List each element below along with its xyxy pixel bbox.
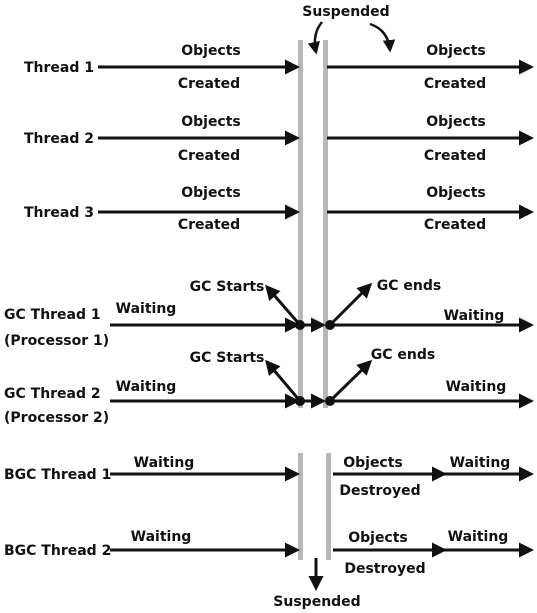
bgc-thread-1-label: BGC Thread 1 <box>4 467 111 483</box>
gc-thread-1-waiting-left: Waiting <box>116 301 177 317</box>
suspended-top-label: Suspended <box>302 4 389 20</box>
thread-2-left-top: Objects <box>181 114 241 130</box>
gc-thread-1-gc-starts: GC Starts <box>190 279 265 295</box>
suspended-arrow-right <box>369 22 396 53</box>
thread-2-right-bottom: Created <box>424 148 486 164</box>
thread-2-label: Thread 2 <box>24 131 94 147</box>
bgc-thread-1-waiting-left: Waiting <box>134 455 195 471</box>
bgc-thread-1-destroyed: Destroyed <box>339 483 420 499</box>
suspension-bar-left-upper <box>298 40 303 408</box>
thread-1-right-bottom: Created <box>424 76 486 92</box>
gc-thread-2-end-arrow <box>328 359 373 403</box>
thread-1-left-top: Objects <box>181 43 241 59</box>
gc-thread-2-waiting-left: Waiting <box>116 379 177 395</box>
thread-1-left-bottom: Created <box>178 76 240 92</box>
gc-thread-1-processor-label: (Processor 1) <box>4 333 109 349</box>
gc-thread-2-waiting-right: Waiting <box>446 379 507 395</box>
bgc-thread-2-destroyed: Destroyed <box>344 561 425 577</box>
thread-3-right-top: Objects <box>426 185 486 201</box>
thread-3-label: Thread 3 <box>24 205 94 221</box>
gc-thread-1-waiting-right: Waiting <box>444 308 505 324</box>
suspension-bar-right-upper <box>323 40 328 408</box>
thread-3-left-bottom: Created <box>178 217 240 233</box>
suspension-bar-left-lower <box>298 453 303 560</box>
gc-thread-2-label: GC Thread 2 <box>4 386 101 402</box>
thread-3-right-bottom: Created <box>424 217 486 233</box>
gc-thread-1-start-arrow <box>265 284 302 326</box>
bgc-thread-1-objects: Objects <box>343 455 403 471</box>
gc-thread-2-gc-starts: GC Starts <box>190 350 265 366</box>
gc-thread-2-gc-ends: GC ends <box>371 347 435 363</box>
gc-thread-1-end-arrow <box>328 282 373 327</box>
suspension-bar-right-lower <box>326 453 331 560</box>
thread-1-label: Thread 1 <box>24 60 94 76</box>
thread-2-left-bottom: Created <box>178 148 240 164</box>
thread-2-right-top: Objects <box>426 114 486 130</box>
gc-thread-1-label: GC Thread 1 <box>4 307 101 323</box>
gc-thread-2-processor-label: (Processor 2) <box>4 410 109 426</box>
bgc-thread-2-waiting-right: Waiting <box>448 529 509 545</box>
gc-thread-2-start-arrow <box>265 359 302 402</box>
bgc-thread-2-objects: Objects <box>348 530 408 546</box>
bgc-thread-1-waiting-right: Waiting <box>450 455 511 471</box>
thread-3-left-top: Objects <box>181 185 241 201</box>
thread-1-right-top: Objects <box>426 43 486 59</box>
bgc-thread-2-waiting-left: Waiting <box>131 529 192 545</box>
suspended-bottom-label: Suspended <box>273 594 360 610</box>
gc-thread-1-gc-ends: GC ends <box>377 278 441 294</box>
suspended-arrow-left <box>307 21 323 55</box>
bgc-thread-2-label: BGC Thread 2 <box>4 543 111 559</box>
